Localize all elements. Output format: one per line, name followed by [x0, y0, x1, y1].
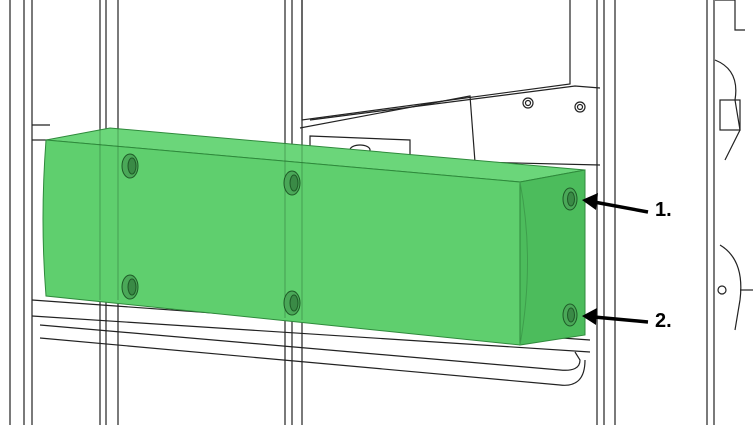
side-holes [562, 187, 578, 327]
callout-label-2: 2. [655, 310, 672, 332]
callout-arrows [582, 193, 649, 325]
left-arrow-icon [582, 193, 649, 214]
left-arrow-icon [582, 308, 649, 325]
mounting-holes [121, 153, 301, 316]
callout-label-1: 1. [655, 199, 672, 221]
green-block [42, 127, 586, 346]
